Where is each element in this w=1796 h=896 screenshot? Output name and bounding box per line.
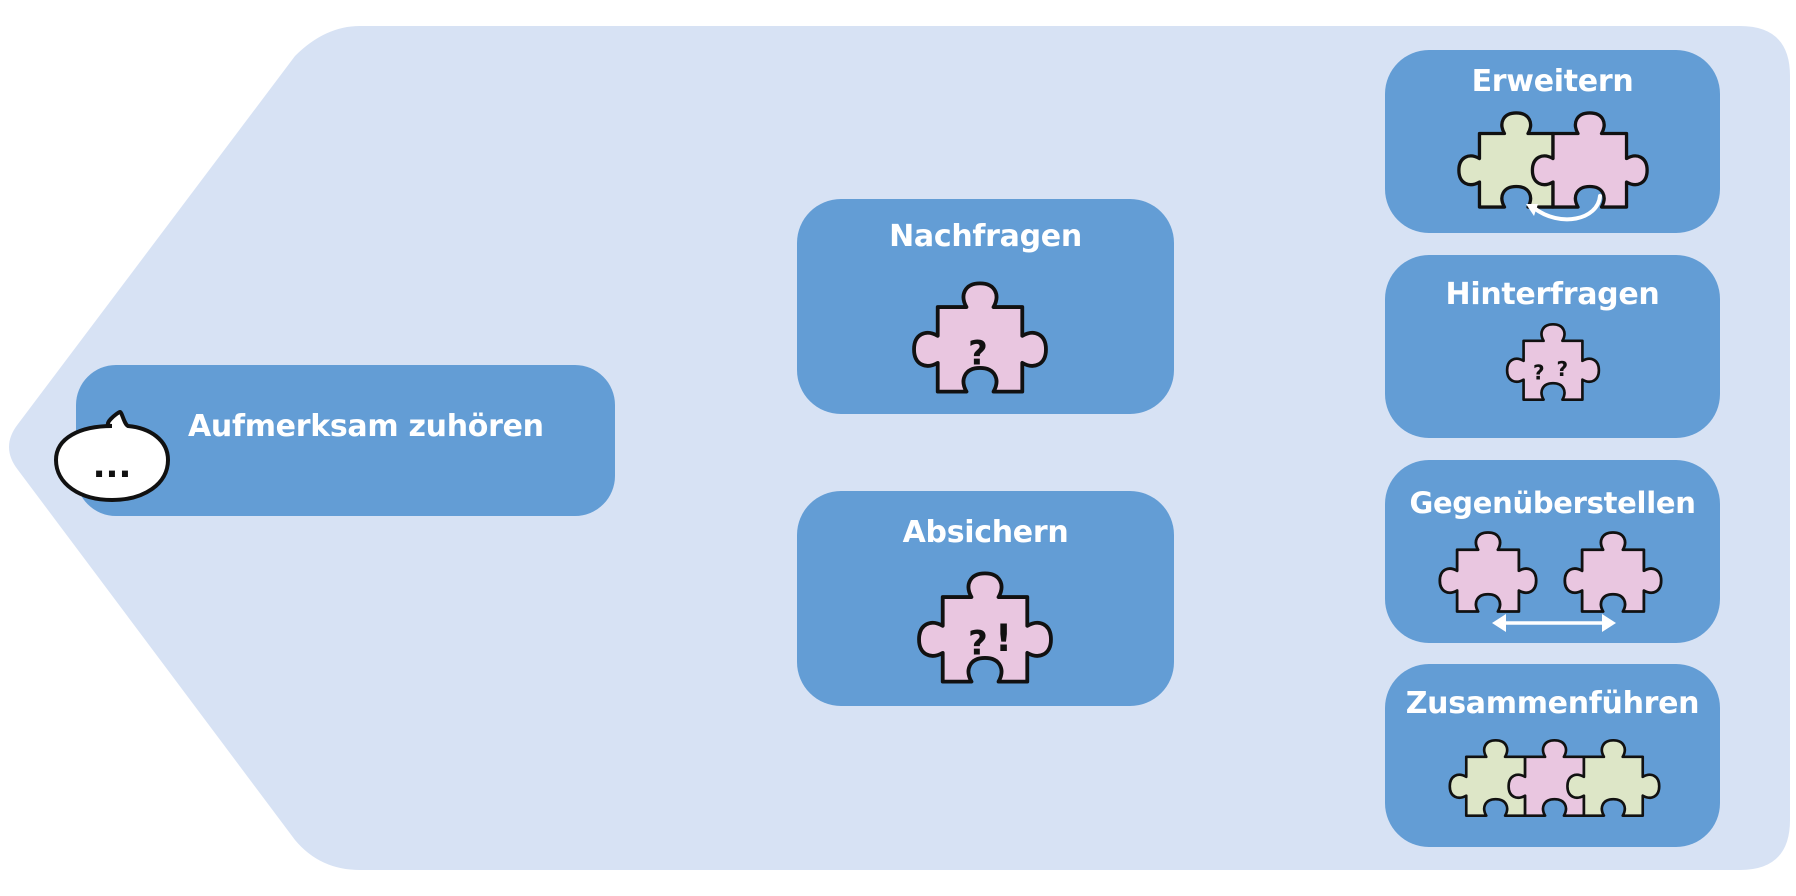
step-listen-title: Aufmerksam zuhören (188, 409, 544, 444)
step-extend-title: Erweitern (1471, 64, 1634, 99)
step-merge-title: Zusammenführen (1405, 686, 1700, 721)
step-question-title: Hinterfragen (1445, 277, 1660, 312)
background-arrow-shape (9, 26, 1790, 870)
puzzle-piece-icon (1438, 531, 1538, 613)
step-ask-title: Nachfragen (889, 219, 1082, 254)
puzzle-chain-icon (1448, 739, 1661, 817)
puzzle-piece-icon: ? (912, 281, 1048, 394)
step-contrast: Gegenüberstellen (1385, 460, 1720, 643)
step-contrast-title: Gegenüberstellen (1409, 486, 1696, 520)
puzzle-piece-icon: ? ! (917, 571, 1053, 684)
exclamation-mark: ! (995, 616, 1012, 660)
puzzle-piece-icon (1563, 531, 1663, 613)
puzzle-piece-icon: ? ? (1505, 323, 1601, 401)
step-listen: Aufmerksam zuhören (76, 365, 615, 516)
question-mark: ? (1557, 357, 1569, 381)
step-secure-title: Absichern (902, 515, 1069, 550)
question-mark: ? (968, 334, 988, 373)
speech-bubble-dots: ... (93, 446, 132, 486)
speech-bubble-icon: ... (53, 409, 171, 503)
question-mark: ? (968, 624, 988, 663)
question-mark: ? (1533, 361, 1545, 385)
double-arrow-icon (1492, 614, 1616, 632)
curved-arrow-icon (1526, 194, 1602, 222)
